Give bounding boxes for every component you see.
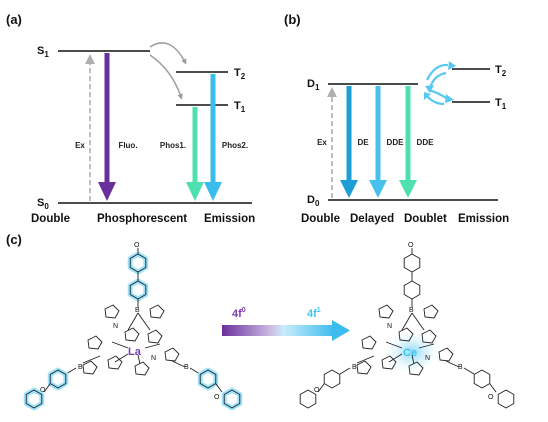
dde-arrow-2 xyxy=(405,86,411,182)
t1-label-b: T1 xyxy=(495,97,507,111)
right-top-oxygen: O xyxy=(408,242,414,249)
dde-arrow-1 xyxy=(375,86,381,182)
left-metal-label: La xyxy=(128,346,142,358)
left-molecule: O B B B N xyxy=(26,242,240,408)
right-ll-oxygen: O xyxy=(314,387,320,394)
panel-b-label: (b) xyxy=(284,12,301,27)
caption-a-word1: Double xyxy=(31,213,70,225)
caption-b-word2: Delayed xyxy=(350,213,394,225)
caption-b-word3: Doublet xyxy=(404,213,447,225)
exchange-arrows-upper xyxy=(425,61,456,93)
caption-b-word4: Emission xyxy=(458,213,509,225)
s1-label: S1 xyxy=(37,45,49,59)
dde-label-1: DDE xyxy=(387,138,405,147)
ex-label-b: Ex xyxy=(317,138,327,147)
t2-label-b: T2 xyxy=(495,64,507,78)
fluo-label: Fluo. xyxy=(118,141,137,150)
left-lr-oxygen: O xyxy=(214,394,220,401)
phos1-arrowhead xyxy=(186,182,204,201)
config-arrow-head xyxy=(332,320,350,341)
t1-label-a: T1 xyxy=(234,100,246,114)
phos2-arrow xyxy=(210,74,216,185)
left-boron-left: B xyxy=(78,364,83,371)
right-boron-left: B xyxy=(352,364,357,371)
fluo-arrow xyxy=(104,53,110,185)
panel-a-label: (a) xyxy=(6,12,22,27)
panel-c-label: (c) xyxy=(6,232,22,247)
de-label: DE xyxy=(357,138,369,147)
left-nitrogen-2: N xyxy=(151,355,156,362)
s0-label: S0 xyxy=(37,197,49,211)
left-top-oxygen: O xyxy=(134,242,140,249)
phos1-arrow xyxy=(192,107,198,185)
phos2-arrowhead xyxy=(204,182,222,201)
right-metal-label: Ce xyxy=(403,347,417,359)
right-nitrogen-2: N xyxy=(425,355,430,362)
d0-label: D0 xyxy=(307,194,320,208)
left-top-boron: B xyxy=(135,307,140,314)
de-arrow xyxy=(346,86,352,182)
caption-a-word3: Emission xyxy=(204,213,255,225)
dde-arrowhead-2 xyxy=(399,180,417,198)
right-molecule: O B B B N N xyxy=(299,242,515,409)
left-config-label: 4f0 xyxy=(232,307,246,320)
phos2-label: Phos2. xyxy=(222,141,248,150)
isc-arrow-s1-t1 xyxy=(149,54,183,100)
right-boron-right: B xyxy=(458,364,463,371)
dde-arrowhead-1 xyxy=(369,180,387,198)
left-nitrogen-1: N xyxy=(113,323,118,330)
caption-b-word1: Double xyxy=(301,213,340,225)
right-top-boron: B xyxy=(409,307,414,314)
ex-arrowhead-b xyxy=(327,87,337,97)
phos1-label: Phos1. xyxy=(160,141,186,150)
dde-label-2: DDE xyxy=(417,138,435,147)
ex-arrowhead-a xyxy=(85,54,95,64)
exchange-arrows-lower xyxy=(424,88,454,106)
de-arrowhead xyxy=(340,180,358,198)
t2-label-a: T2 xyxy=(234,67,246,81)
panel-b: (b) D1 T2 T1 D0 Ex DE DDE DDE xyxy=(284,12,509,225)
right-config-label: 4f1 xyxy=(307,307,321,320)
right-lr-oxygen: O xyxy=(488,394,494,401)
panel-c: (c) 4f0 4f1 O B xyxy=(6,232,515,409)
config-arrow-shaft xyxy=(222,325,334,336)
d1-label: D1 xyxy=(307,78,320,92)
ex-label-a: Ex xyxy=(75,141,85,150)
left-ll-oxygen: O xyxy=(40,387,46,394)
right-nitrogen-1: N xyxy=(387,323,392,330)
fluo-arrowhead xyxy=(98,182,116,201)
isc-arrow-s1-t2 xyxy=(149,42,187,65)
panel-a: (a) S1 T2 T1 S0 Ex Fluo. Phos1. Phos2. D… xyxy=(6,12,255,225)
left-boron-right: B xyxy=(184,364,189,371)
caption-a-word2: Phosphorescent xyxy=(97,213,187,225)
